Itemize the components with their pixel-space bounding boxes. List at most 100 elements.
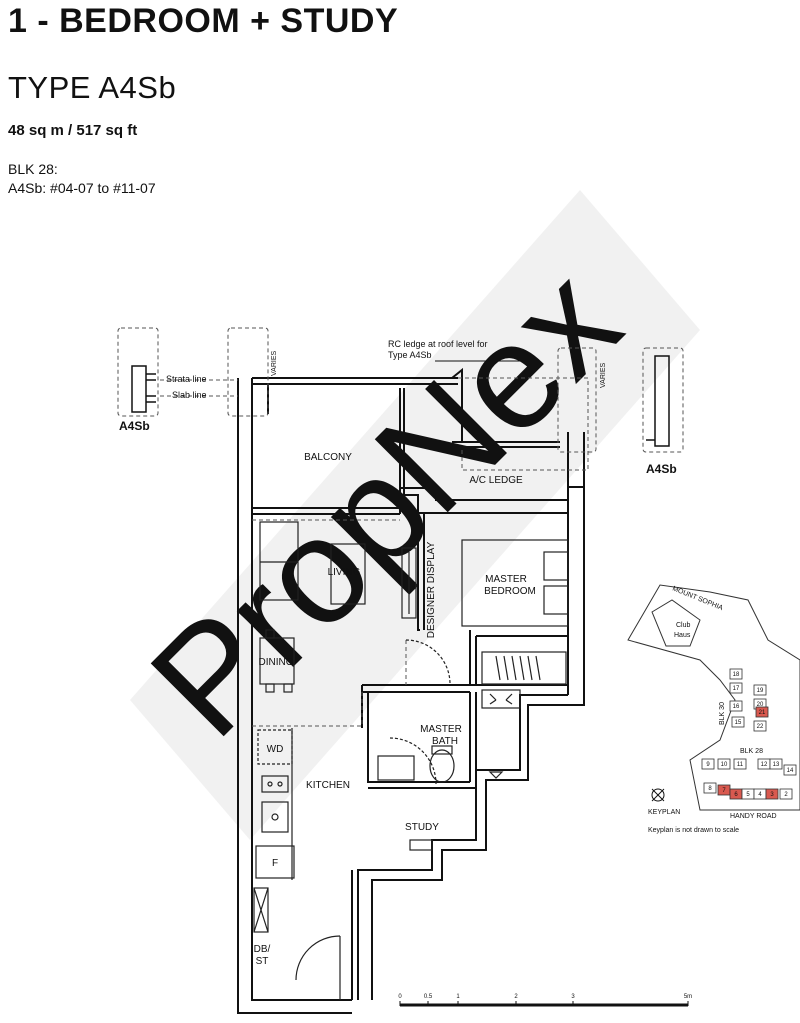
wardrobe	[481, 651, 567, 685]
scale-tick-label: 1	[456, 994, 460, 1000]
keyplan-unit-number: 8	[708, 786, 712, 792]
keyplan-unit-number: 15	[735, 720, 742, 726]
label-dining: DINING	[259, 657, 294, 668]
study-desk	[409, 839, 433, 851]
keyplan-unit-box	[729, 668, 743, 680]
furniture	[253, 521, 569, 1000]
keyplan-unit-box	[753, 720, 767, 732]
label-st: ST	[256, 956, 269, 967]
watermark-text: PropNex	[119, 236, 650, 767]
scale-bar: 0 0.5 1 2 3 5m	[398, 994, 692, 1007]
scale-tick-label: 2	[514, 994, 518, 1000]
label-fridge: F	[272, 858, 278, 869]
section-markers	[131, 355, 670, 447]
scale-tick-label: 0.5	[424, 994, 433, 1000]
vanity	[377, 755, 415, 781]
keyplan-unit-box	[729, 682, 743, 694]
dashed-lines	[117, 327, 684, 727]
strata-line-label: Strata line	[166, 374, 207, 384]
keyplan-unit-number: 6	[734, 792, 738, 798]
annotations: RC ledge at roof level for Type A4Sb Str…	[119, 339, 677, 476]
scale-tick-label: 0	[398, 994, 402, 1000]
fridge	[255, 845, 295, 879]
block-label: BLK 28:	[8, 161, 58, 177]
keyplan-unit-box	[779, 788, 793, 800]
keyplan-unit-box	[729, 700, 743, 712]
toilet	[429, 749, 455, 783]
unit-type-title: TYPE A4Sb	[8, 70, 177, 105]
unit-area: 48 sq m / 517 sq ft	[8, 122, 138, 139]
keyplan-unit-box	[769, 758, 783, 770]
label-master-bath-2: BATH	[432, 736, 458, 747]
keyplan-unit-number: 16	[733, 704, 740, 710]
keyplan-unit-number: 9	[706, 762, 710, 768]
label-master-bedroom: MASTER	[485, 574, 527, 585]
unit-tag-left: A4Sb	[119, 419, 150, 433]
label-study: STUDY	[405, 822, 439, 833]
label-ac-ledge: A/C LEDGE	[469, 475, 523, 486]
scale-tick-label: 3	[571, 994, 575, 1000]
coffee-table	[330, 543, 366, 605]
block-info: BLK 28: A4Sb: #04-07 to #11-07	[8, 160, 156, 198]
keyplan-unit-number: 18	[733, 672, 740, 678]
unit-numbers: A4Sb: #04-07 to #11-07	[8, 180, 156, 196]
washer-dryer	[257, 729, 293, 765]
dining-table	[259, 637, 295, 685]
keyplan-unit-number: 5	[746, 792, 750, 798]
sink	[261, 801, 289, 833]
bed	[461, 539, 569, 627]
keyplan-unit-number: 7	[722, 788, 726, 794]
keyplan-unit-box	[731, 716, 745, 728]
rc-ledge-note-1: RC ledge at roof level for	[388, 339, 488, 349]
keyplan-label: KEYPLAN	[648, 809, 680, 816]
keyplan-club-2: Haus	[674, 632, 691, 639]
keyplan-unit-box	[765, 788, 779, 800]
keyplan-unit-number: 22	[757, 724, 764, 730]
page-title: 1 - BEDROOM + STUDY	[8, 2, 399, 40]
keyplan-road-top: MOUNT SOPHIA	[671, 585, 724, 612]
keyplan-unit-box	[755, 706, 769, 718]
keyplan-unit-number: 4	[758, 792, 762, 798]
varies-label-left: VARIES	[271, 351, 278, 376]
label-living: LIVING	[328, 567, 361, 578]
label-master-bedroom-2: BEDROOM	[484, 586, 536, 597]
keyplan-unit-number: 10	[721, 762, 728, 768]
keyplan-unit-box	[717, 758, 731, 770]
db-cabinet	[253, 887, 269, 933]
keyplan-unit-box	[753, 684, 767, 696]
keyplan-unit-number: 12	[761, 762, 768, 768]
label-db: DB/	[254, 944, 271, 955]
keyplan-note: Keyplan is not drawn to scale	[648, 827, 739, 834]
keyplan-unit-number: 11	[737, 762, 744, 768]
north-arrow-icon	[651, 788, 665, 802]
keyplan-club: Club	[676, 622, 691, 629]
walls	[237, 367, 585, 1014]
slab-line-label: Slab line	[172, 390, 207, 400]
hob	[261, 775, 289, 793]
label-wd: WD	[267, 744, 284, 755]
scale-tick-label: 5m	[684, 994, 692, 1000]
display-cabinet	[401, 547, 417, 619]
keyplan-blk28: BLK 28	[740, 748, 763, 755]
keyplan-unit-number: 13	[773, 762, 780, 768]
keyplan-unit-number: 19	[757, 688, 764, 694]
label-kitchen: KITCHEN	[306, 780, 350, 791]
label-master-bath: MASTER	[420, 724, 462, 735]
room-labels: BALCONY A/C LEDGE LIVING DESIGNER DISPLA…	[254, 452, 536, 967]
keyplan-unit-number: 20	[757, 702, 764, 708]
keyplan-unit-number: 2	[784, 792, 788, 798]
keyplan-unit-box	[733, 758, 747, 770]
rc-ledge-note-2: Type A4Sb	[388, 350, 432, 360]
sofa	[259, 521, 299, 601]
keyplan-unit-number: 17	[733, 686, 740, 692]
keyplan-unit-box	[783, 764, 797, 776]
varies-label-right: VARIES	[600, 363, 607, 388]
keyplan-road-bottom: HANDY ROAD	[730, 813, 777, 820]
label-designer-display: DESIGNER DISPLAY	[426, 541, 437, 638]
label-balcony: BALCONY	[304, 452, 352, 463]
keyplan-unit-number: 3	[770, 792, 774, 798]
unit-tag-right: A4Sb	[646, 462, 677, 476]
keyplan-blk30: BLK 30	[719, 702, 726, 725]
